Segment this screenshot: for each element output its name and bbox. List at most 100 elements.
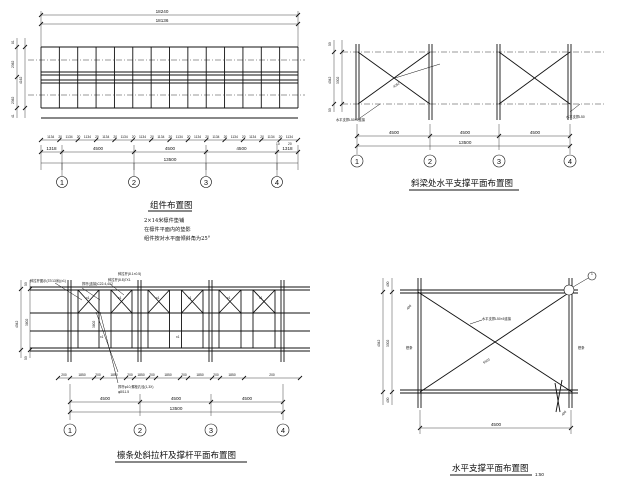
dim-tick bbox=[55, 375, 61, 381]
dim-tick bbox=[67, 375, 73, 381]
dim-tick bbox=[222, 137, 227, 143]
plan1-left-dim-upper: 2362 bbox=[11, 60, 15, 68]
plan4-diagonal-length: 5503 bbox=[482, 357, 490, 364]
plan3-bar-label-1: 撑杆φ10,螺栓孔径(1,3X) bbox=[118, 384, 153, 389]
plan1-total-length: 13500 bbox=[164, 157, 177, 162]
segment-dim-label: 200 bbox=[127, 373, 133, 377]
tie-rod bbox=[252, 289, 276, 314]
tie-rod bbox=[110, 289, 133, 314]
dim-tick bbox=[177, 375, 183, 381]
plan1-note-1: 2×14米檩件垫铺 bbox=[144, 216, 184, 224]
plan2-rod-label: 水平支撑L50 bbox=[566, 114, 585, 119]
dim-tick bbox=[241, 375, 247, 381]
dim-tick bbox=[297, 375, 303, 381]
plan1-note-2: 在檩件平面内的垫影 bbox=[144, 225, 191, 233]
axis-label: 2 bbox=[428, 157, 432, 166]
dim-tick bbox=[277, 137, 282, 143]
tie-rod bbox=[218, 289, 242, 314]
plan4-corner-mark-top: 400 bbox=[406, 304, 413, 311]
dim-tick bbox=[203, 149, 209, 155]
segment-dim-label: 1134 bbox=[176, 135, 183, 139]
plan1-left-dim-top: 81 bbox=[11, 40, 15, 44]
segment-dim-label: 1850 bbox=[196, 373, 204, 377]
gap-dim-label: 20 bbox=[279, 135, 283, 139]
plan2-title: 斜梁处水平支撑平面布置图 bbox=[411, 178, 513, 189]
axis-label: 3 bbox=[209, 426, 213, 435]
dim-tick bbox=[112, 137, 117, 143]
plan3-title: 檩条处斜拉杆及撑杆平面布置图 bbox=[117, 450, 236, 461]
plan3-span-1: 4500 bbox=[100, 396, 111, 401]
gap-dim-label: 20 bbox=[169, 135, 173, 139]
segment-dim-label: 1134 bbox=[139, 135, 146, 139]
segment-dim-label: 1850 bbox=[164, 373, 172, 377]
segment-dim-label: 1134 bbox=[84, 135, 91, 139]
dim-tick bbox=[93, 137, 99, 143]
plan3-left-dim-center: 3802 bbox=[25, 318, 29, 326]
plan4-left-purlin-label: 檩条 bbox=[406, 345, 413, 350]
dim-tick bbox=[131, 375, 137, 381]
gap-dim-label: 20 bbox=[58, 135, 62, 139]
dim-tick bbox=[203, 137, 209, 143]
segment-dim-label: 200 bbox=[269, 373, 275, 377]
segment-dim-label: 1134 bbox=[194, 135, 201, 139]
plan3-label-rod: 斜拉杆(8.8)7X1 bbox=[108, 277, 131, 282]
segment-dim-label: 1850 bbox=[110, 373, 118, 377]
plan4-left-dim-total: 4042 bbox=[377, 339, 381, 347]
gap-dim-label: 20 bbox=[132, 135, 136, 139]
dim-tick bbox=[38, 137, 44, 143]
segment-dim-label: 200 bbox=[181, 373, 187, 377]
gap-dim-label: 20 bbox=[187, 135, 191, 139]
span-dim-label: 4500 bbox=[236, 146, 247, 151]
brace-mark: x1 bbox=[86, 296, 90, 300]
plan1-left-dim-bottom: 41 bbox=[11, 114, 15, 118]
dim-tick bbox=[91, 375, 97, 381]
plan2-left-dim-top: 50 bbox=[328, 42, 332, 46]
span-dim-label: 4500 bbox=[165, 146, 176, 151]
plan2-left-dim-center: 3302 bbox=[336, 76, 340, 84]
dim-tick bbox=[153, 375, 159, 381]
brace-mark: x1 bbox=[176, 335, 180, 339]
axis-label: 1 bbox=[68, 426, 72, 435]
plan4-detail-mark: 1 bbox=[591, 272, 593, 276]
axis-bubble bbox=[276, 423, 290, 437]
dim-tick bbox=[209, 375, 215, 381]
dim-tick bbox=[295, 137, 301, 143]
axis-label: 3 bbox=[204, 178, 208, 187]
plan4-title: 水平支撑平面布置图 bbox=[452, 463, 529, 474]
dim-tick bbox=[185, 375, 191, 381]
segment-dim-label: 1134 bbox=[249, 135, 256, 139]
tie-rod bbox=[77, 289, 100, 314]
axis-label: 2 bbox=[138, 426, 142, 435]
plan3-left-dim-total: 4042 bbox=[15, 320, 19, 328]
plan1-small-dim-b: 20 bbox=[288, 142, 292, 146]
span-dim-label: 4500 bbox=[93, 146, 104, 151]
dim-tick bbox=[123, 375, 129, 381]
segment-dim-label: 1134 bbox=[66, 135, 73, 139]
segment-dim-label: 200 bbox=[213, 373, 219, 377]
plan1-small-dim-a: 10 bbox=[276, 142, 280, 146]
plan2-left-dim-total: 4042 bbox=[328, 76, 332, 84]
dim-tick bbox=[57, 137, 62, 143]
plan2-diagonal-length: 4052 bbox=[392, 81, 400, 89]
plan4-left-dim-center: 3302 bbox=[386, 339, 390, 347]
plan2-total-length: 13500 bbox=[459, 140, 472, 145]
segment-dim-label: 200 bbox=[149, 373, 155, 377]
span-dim-label: 1318 bbox=[282, 146, 293, 151]
dim-tick bbox=[185, 137, 191, 143]
segment-dim-label: 200 bbox=[61, 373, 67, 377]
plan3-bar-label-2: φ8/11.5 bbox=[118, 390, 129, 394]
dim-tick bbox=[274, 149, 280, 155]
plan4-right-purlin-label: 檩条 bbox=[578, 345, 585, 350]
tie-rod bbox=[181, 289, 204, 314]
segment-dim-label: 1134 bbox=[286, 135, 293, 139]
plan2-brace-label: 水平支撑L50×5连接 bbox=[336, 117, 366, 122]
plan1-left-dim-lower: 2362 bbox=[11, 96, 15, 104]
gap-dim-label: 20 bbox=[95, 135, 99, 139]
gap-dim-label: 20 bbox=[113, 135, 117, 139]
axis-bubble bbox=[128, 176, 140, 188]
plan2-span-1: 4500 bbox=[389, 130, 400, 135]
axis-label: 4 bbox=[275, 178, 279, 187]
plan1-component-layout: 18240 18136 81 2362 4162 2362 41 bbox=[11, 9, 305, 242]
